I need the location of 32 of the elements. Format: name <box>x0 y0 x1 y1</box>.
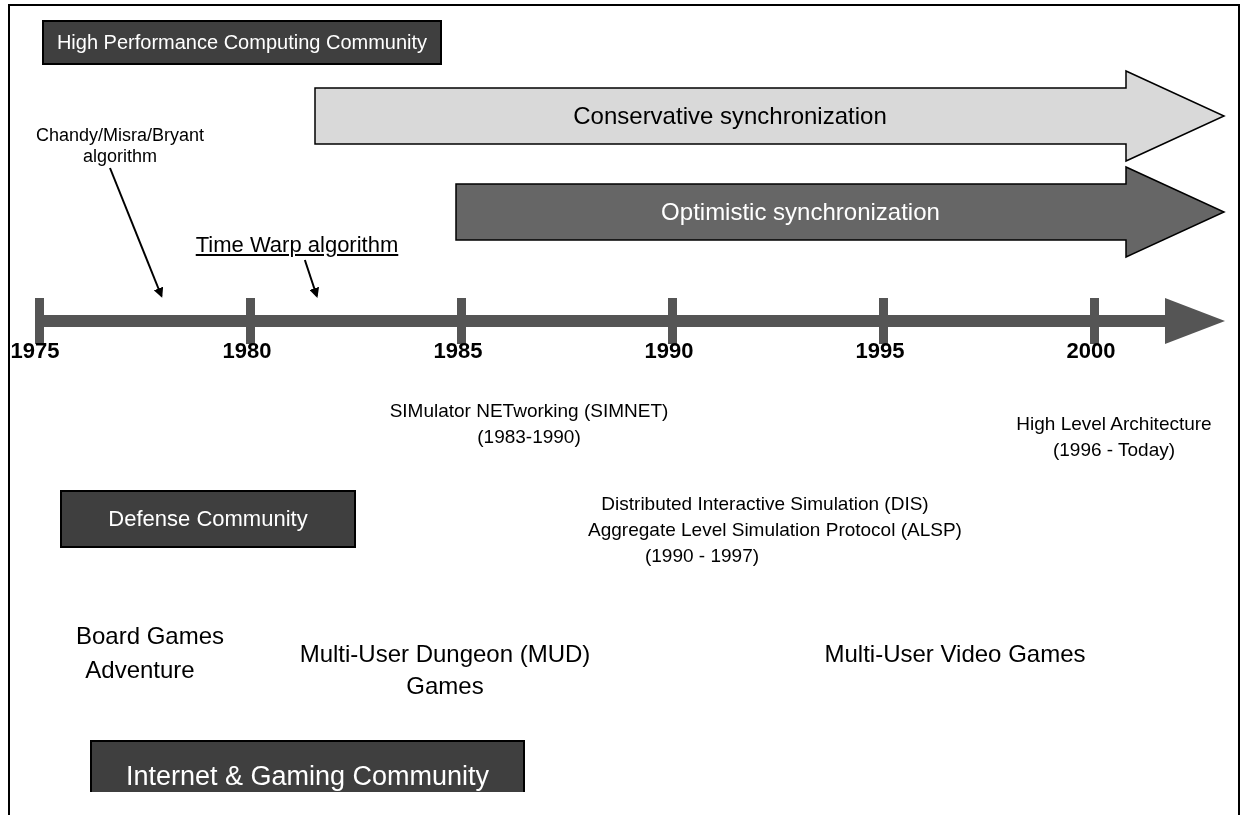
node-label: Time Warp algorithm <box>195 232 399 258</box>
year-label: 1995 <box>855 338 905 364</box>
event-label: (1983-1990) <box>477 426 581 448</box>
leader-arrow <box>303 259 320 298</box>
event-label: High Level Architecture <box>1016 413 1212 435</box>
year-label: 2000 <box>1066 338 1116 364</box>
era-banner <box>455 166 1226 258</box>
node-label: Defense Community <box>108 506 308 532</box>
event-label: Adventure <box>85 656 195 684</box>
event-label: Games <box>406 672 484 700</box>
node-label: Conservative synchronization <box>573 102 887 130</box>
event-label: Multi-User Video Games <box>824 640 1086 668</box>
year-label: 1990 <box>644 338 694 364</box>
year-label: 1975 <box>10 338 60 364</box>
node-label: Internet & Gaming Community <box>125 761 490 792</box>
event-label: (1990 - 1997) <box>644 545 760 567</box>
event-label: SIMulator NETworking (SIMNET) <box>389 400 669 422</box>
community-banner <box>90 740 525 792</box>
year-label: 1985 <box>433 338 483 364</box>
event-label: Board Games <box>75 622 225 650</box>
community-banner <box>60 490 356 548</box>
event-label: Multi-User Dungeon (MUD) <box>299 640 591 668</box>
event-label: Aggregate Level Simulation Protocol (ALSP) <box>588 519 962 541</box>
node-label: High Performance Computing Community <box>56 31 428 54</box>
era-banner <box>314 70 1226 162</box>
event-label: Distributed Interactive Simulation (DIS) <box>601 493 929 515</box>
year-label: 1980 <box>222 338 272 364</box>
event-label: (1996 - Today) <box>1052 439 1176 461</box>
node-label: Optimistic synchronization <box>661 198 940 226</box>
leader-arrow <box>109 167 164 298</box>
node-label: Chandy/Misra/Bryant algorithm <box>34 125 206 167</box>
community-banner <box>42 20 442 65</box>
